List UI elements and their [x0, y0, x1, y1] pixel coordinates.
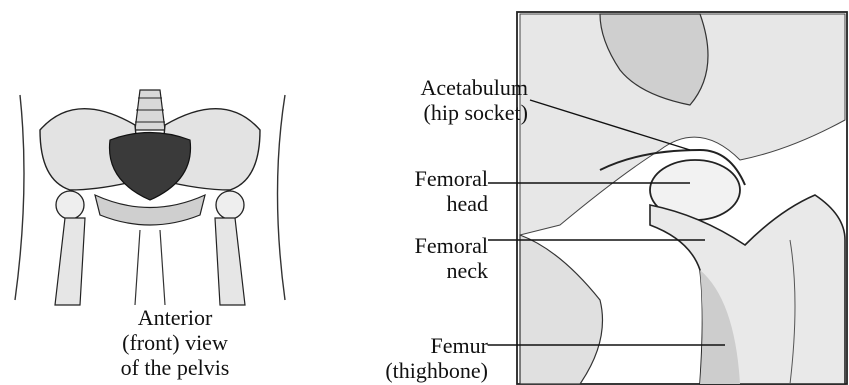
label-line: head	[318, 191, 488, 216]
label-line: Acetabulum	[318, 75, 528, 100]
label-line: Femoral	[318, 166, 488, 191]
femoral-neck-label: Femoral neck	[318, 233, 488, 283]
femur-label: Femur (thighbone)	[318, 333, 488, 383]
label-line: (thighbone)	[318, 358, 488, 383]
femoral-head-label: Femoral head	[318, 166, 488, 216]
acetabulum-label: Acetabulum (hip socket)	[318, 75, 528, 125]
label-line: Femur	[318, 333, 488, 358]
label-line: neck	[318, 258, 488, 283]
label-line: Femoral	[318, 233, 488, 258]
label-line: (hip socket)	[318, 100, 528, 125]
